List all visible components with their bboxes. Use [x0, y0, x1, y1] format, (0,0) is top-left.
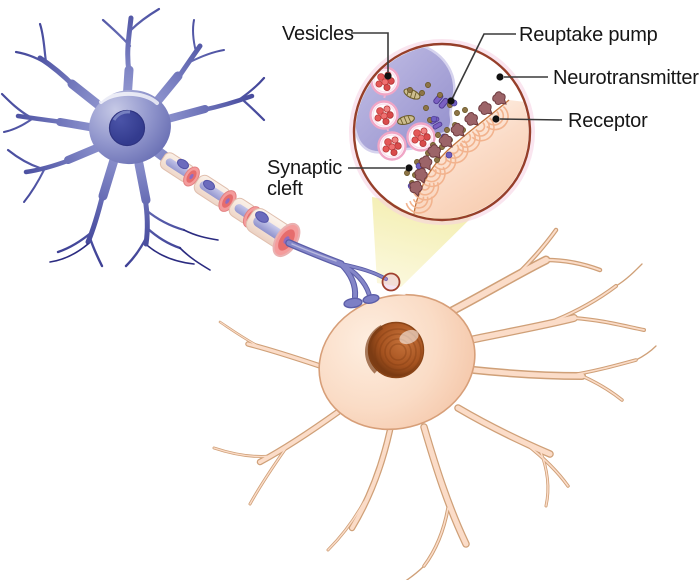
magnifier-target-circle	[381, 272, 401, 292]
node-ring	[218, 190, 237, 212]
axon-terminal-feet	[343, 294, 380, 309]
leader-dots	[384, 72, 504, 172]
schwann-cell-bumps	[177, 158, 269, 223]
presynaptic-neuron	[0, 7, 266, 271]
inset-border-circle	[352, 42, 532, 222]
label-synaptic-cleft-line2: cleft	[267, 178, 303, 200]
leader-reuptake-pump	[451, 33, 516, 100]
postsynaptic-neuron	[212, 227, 657, 580]
postsynaptic-nucleus	[365, 321, 425, 379]
leader-vesicles	[351, 32, 389, 72]
label-receptor: Receptor	[568, 110, 648, 132]
inset-glow	[349, 39, 535, 225]
axon	[159, 152, 388, 309]
label-reuptake-pump: Reuptake pump	[519, 24, 658, 46]
leader-receptor	[499, 118, 563, 121]
presynaptic-dendrite-accents	[49, 229, 219, 271]
label-vesicles: Vesicles	[282, 23, 354, 45]
label-neurotransmitter: Neurotransmitter	[553, 67, 699, 89]
postsynaptic-dendrites	[212, 227, 657, 580]
label-synaptic-cleft-line1: Synaptic	[267, 157, 342, 179]
node-ring	[183, 166, 200, 187]
axon-terminal-branches	[285, 239, 388, 300]
presynaptic-nucleus	[108, 109, 146, 147]
leader-lines	[348, 32, 563, 169]
